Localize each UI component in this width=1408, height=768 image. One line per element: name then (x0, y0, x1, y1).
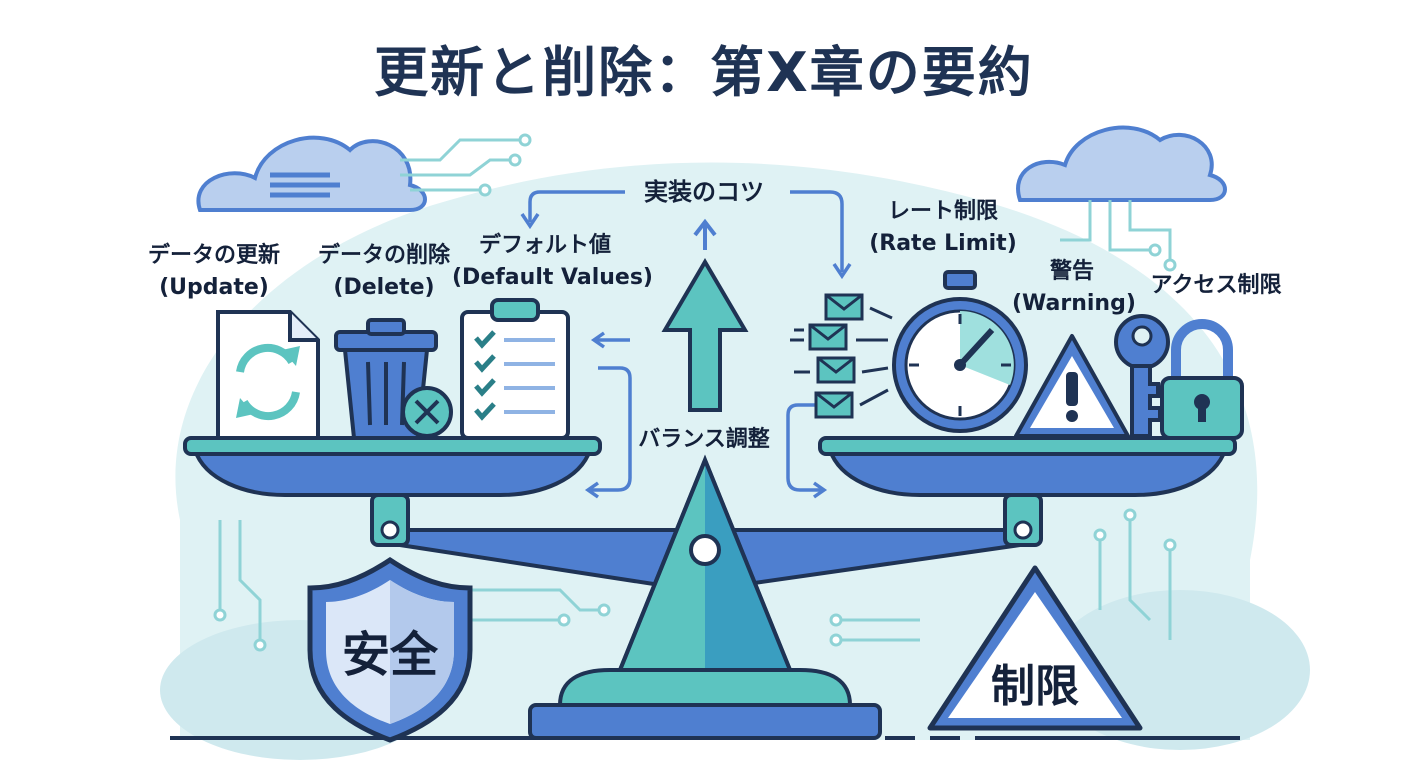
left-pan (183, 436, 602, 497)
envelope-icons (790, 293, 893, 419)
delete-label-sub: (Delete) (333, 275, 435, 300)
access-label: アクセス制限 (1150, 273, 1282, 298)
shield-icon (307, 556, 473, 743)
balance-label: バランス調整 (638, 427, 770, 452)
trash-can-icon (334, 318, 453, 440)
update-label-sub: (Update) (159, 275, 269, 300)
warning-triangle-icon (1014, 334, 1130, 438)
cloud-right-icon (1016, 125, 1227, 202)
clipboard-checklist-icon (460, 298, 570, 440)
defaults-label: デフォルト値 (Default Values) (452, 230, 653, 294)
right-pan (818, 436, 1237, 497)
up-arrow-icon (661, 218, 749, 412)
defaults-label-text: デフォルト値 (478, 233, 611, 258)
page-title: 更新と削除：第X章の要約 (374, 41, 1034, 104)
fulcrum (528, 454, 882, 740)
circuit-lines-bottom (213, 508, 1177, 652)
warning-label-sub: (Warning) (1012, 291, 1136, 316)
defaults-label-sub: (Default Values) (452, 265, 653, 290)
circuit-lines-right-top (1060, 200, 1177, 272)
limit-badge: 制限 (991, 661, 1079, 712)
safety-badge: 安全 (341, 627, 438, 683)
cloud-left-icon (196, 135, 427, 212)
rate-limit-label: レート制限 (Rate Limit) (868, 196, 1018, 260)
update-label: データの更新 (Update) (134, 240, 294, 304)
rate-limit-label-sub: (Rate Limit) (869, 231, 1017, 256)
document-refresh-icon (216, 310, 320, 440)
warning-label: 警告 (Warning) (1012, 256, 1136, 320)
delete-label: データの削除 (Delete) (300, 240, 468, 304)
limit-triangle-icon (927, 565, 1143, 731)
circuit-lines-left-top (400, 133, 532, 197)
stopwatch-icon (892, 270, 1028, 433)
delete-label-text: データの削除 (317, 243, 450, 268)
update-label-text: データの更新 (147, 243, 280, 268)
key-lock-icon (1114, 314, 1244, 440)
warning-label-text: 警告 (1049, 259, 1094, 284)
connector-arrows (520, 190, 852, 499)
rate-limit-label-text: レート制限 (887, 199, 998, 224)
tips-label: 実装のコツ (644, 178, 764, 206)
